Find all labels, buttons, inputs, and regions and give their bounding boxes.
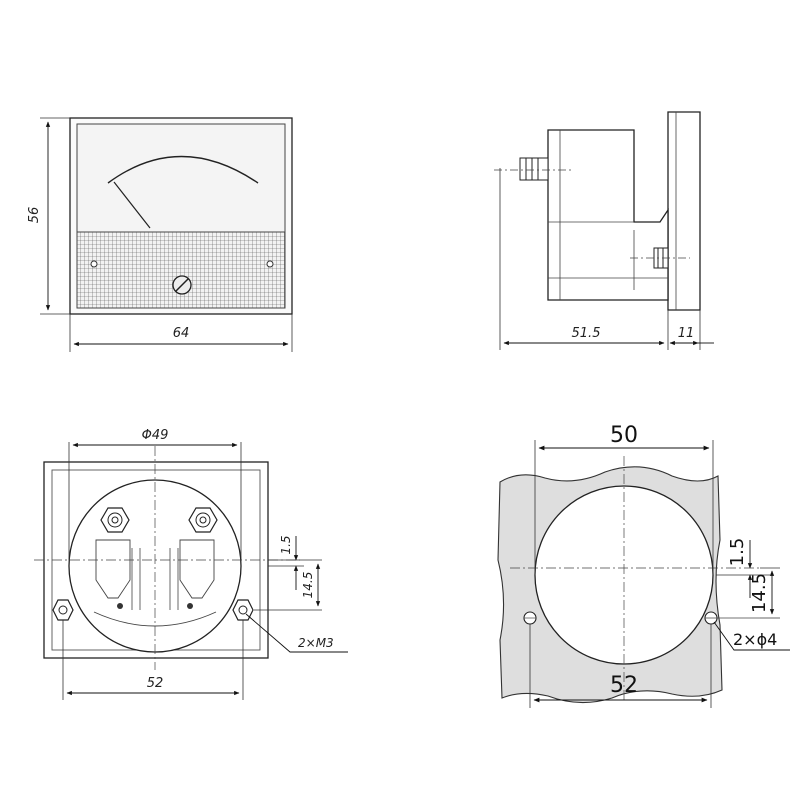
cutout-view: 50 52 1.5 14.5 2×ϕ4 [497,423,790,708]
front-rivet-right [266,260,274,268]
rear-spacing-label: 52 [147,676,164,691]
front-height-label: 56 [27,207,42,224]
rear-mount-screw-left [52,599,74,621]
side-panel-label: 11 [678,326,695,341]
side-depth-label: 51.5 [572,326,601,341]
front-width-label: 64 [173,326,190,341]
rear-mount-screw-right [232,599,254,621]
cutout-hole-leader [713,621,790,651]
rear-hole-offset-label: 14.5 [301,572,315,599]
rear-terminal-left [100,507,130,533]
rear-screw-leader [245,613,348,653]
scale-arc [107,155,259,184]
front-view: 56 64 [27,117,293,352]
front-grille [76,231,286,309]
pointer-needle [113,181,151,229]
side-body [547,129,669,301]
front-dial-window [76,123,286,233]
cutout-hole-offset-label: 14.5 [749,573,770,613]
rear-terminal-right [188,507,218,533]
rear-diameter-label: Φ49 [142,428,169,443]
terminal-stud-upper [519,157,549,181]
cutout-spacing-label: 52 [610,673,638,698]
side-panel-flange [667,111,701,311]
side-view: 51.5 11 [494,111,714,350]
cutout-offset-label: 1.5 [727,538,748,567]
front-rivet-left [90,260,98,268]
rear-screw-label: 2×M3 [298,636,334,650]
cutout-hole-label: 2×ϕ4 [733,630,777,649]
rear-offset-label: 1.5 [279,535,293,554]
rear-view: Φ49 52 1.5 14.5 2×M3 [34,428,348,700]
cutout-width-label: 50 [610,423,638,448]
